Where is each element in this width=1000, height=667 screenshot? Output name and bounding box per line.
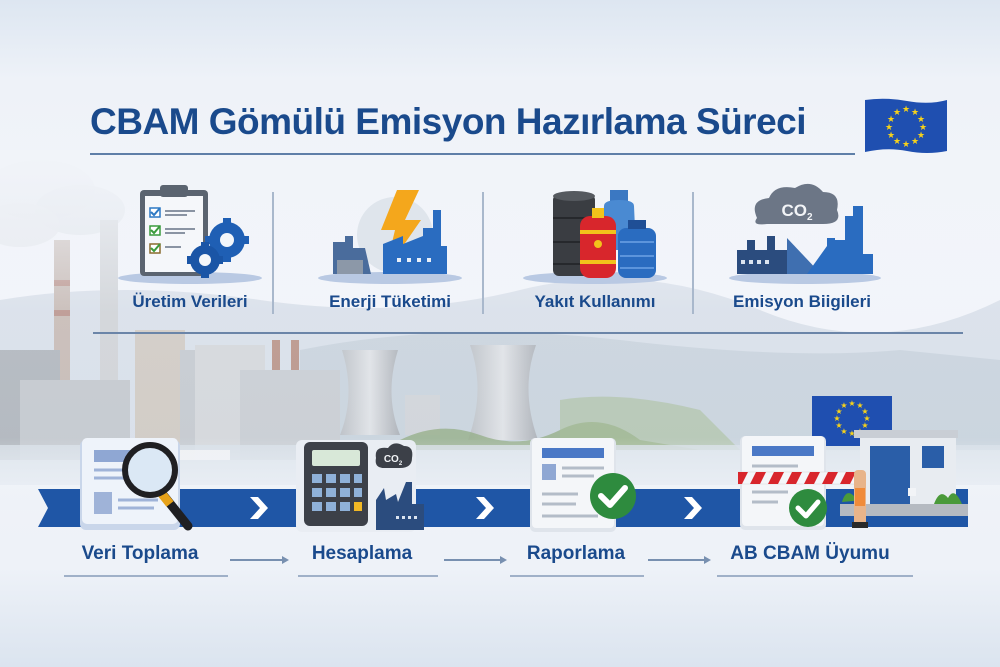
header: CBAM Gömülü Emisyon Hazırlama Süreci ★★★… xyxy=(90,97,960,157)
svg-text:★: ★ xyxy=(885,123,893,133)
chevron-right-icon xyxy=(476,497,494,519)
report-check-icon xyxy=(530,438,636,532)
category-divider xyxy=(482,192,484,314)
step-underline xyxy=(298,575,438,577)
category-divider xyxy=(692,192,694,314)
arrow-right-icon xyxy=(648,556,711,564)
category-label: Enerji Tüketimi xyxy=(329,292,451,311)
svg-text:★: ★ xyxy=(840,427,847,436)
title-underline xyxy=(90,153,855,155)
category-energy-consumption: Enerji Tüketimi xyxy=(295,180,485,330)
step-label-calculation: Hesaplama xyxy=(311,543,413,564)
category-production-data: Üretim Verileri xyxy=(95,180,285,330)
svg-text:★: ★ xyxy=(861,407,868,416)
eu-flag-icon: ★★★ ★★★ ★★★ ★★★ xyxy=(865,98,947,153)
lightning-factory-icon xyxy=(318,190,462,284)
arrow-right-icon xyxy=(444,556,507,564)
category-divider xyxy=(272,192,274,314)
eu-customs-gate-icon: ★★★★ ★★★★ ★★★★ xyxy=(738,396,968,530)
step-underline xyxy=(510,575,644,577)
fuel-containers-icon xyxy=(523,190,667,284)
svg-text:★: ★ xyxy=(863,414,870,423)
svg-text:★: ★ xyxy=(848,399,855,408)
svg-text:★: ★ xyxy=(861,421,868,430)
svg-text:★: ★ xyxy=(835,407,842,416)
category-emission-info: CO2 Emisyon Biigileri xyxy=(707,180,897,330)
svg-text:★: ★ xyxy=(917,131,925,141)
svg-text:★: ★ xyxy=(835,421,842,430)
arrow-right-icon xyxy=(230,556,289,564)
svg-text:★: ★ xyxy=(887,115,895,125)
svg-text:★: ★ xyxy=(893,137,901,147)
svg-text:★: ★ xyxy=(848,429,855,438)
step-underline xyxy=(717,575,913,577)
svg-text:★: ★ xyxy=(902,140,910,150)
svg-text:★: ★ xyxy=(917,115,925,125)
clipboard-gears-icon xyxy=(118,185,262,284)
category-label: Emisyon Biigileri xyxy=(733,292,871,311)
category-label: Üretim Verileri xyxy=(132,292,248,311)
svg-text:★: ★ xyxy=(919,123,927,133)
svg-text:★: ★ xyxy=(856,401,863,410)
svg-text:CO2: CO2 xyxy=(384,454,403,467)
svg-text:★: ★ xyxy=(911,137,919,147)
svg-text:★: ★ xyxy=(911,108,919,118)
svg-text:★: ★ xyxy=(840,401,847,410)
step-label-eu-cbam-compliance: AB CBAM Üyumu xyxy=(730,543,890,564)
svg-text:★: ★ xyxy=(902,105,910,115)
svg-text:CO2: CO2 xyxy=(781,201,813,223)
co2-factory-icon: CO2 xyxy=(729,183,881,284)
page-title: CBAM Gömülü Emisyon Hazırlama Süreci xyxy=(90,101,807,142)
input-categories: Üretim Verileri Enerji Tüketimi xyxy=(95,180,895,330)
section-divider xyxy=(93,332,963,334)
step-label-data-collection: Veri Toplama xyxy=(81,543,199,564)
step-label-reporting: Raporlama xyxy=(526,543,626,564)
category-label: Yakıt Kullanımı xyxy=(534,292,656,311)
document-magnifier-icon xyxy=(80,438,193,531)
svg-text:★: ★ xyxy=(833,414,840,423)
chevron-right-icon xyxy=(684,497,702,519)
category-fuel-usage: Yakıt Kullanımı xyxy=(500,180,690,330)
calculator-co2-icon: CO2 xyxy=(296,440,424,532)
svg-text:★: ★ xyxy=(893,108,901,118)
step-underline xyxy=(64,575,228,577)
svg-text:★: ★ xyxy=(887,131,895,141)
process-ribbon xyxy=(38,489,968,527)
industrial-background-illustration xyxy=(0,150,1000,510)
chevron-right-icon xyxy=(250,497,268,519)
